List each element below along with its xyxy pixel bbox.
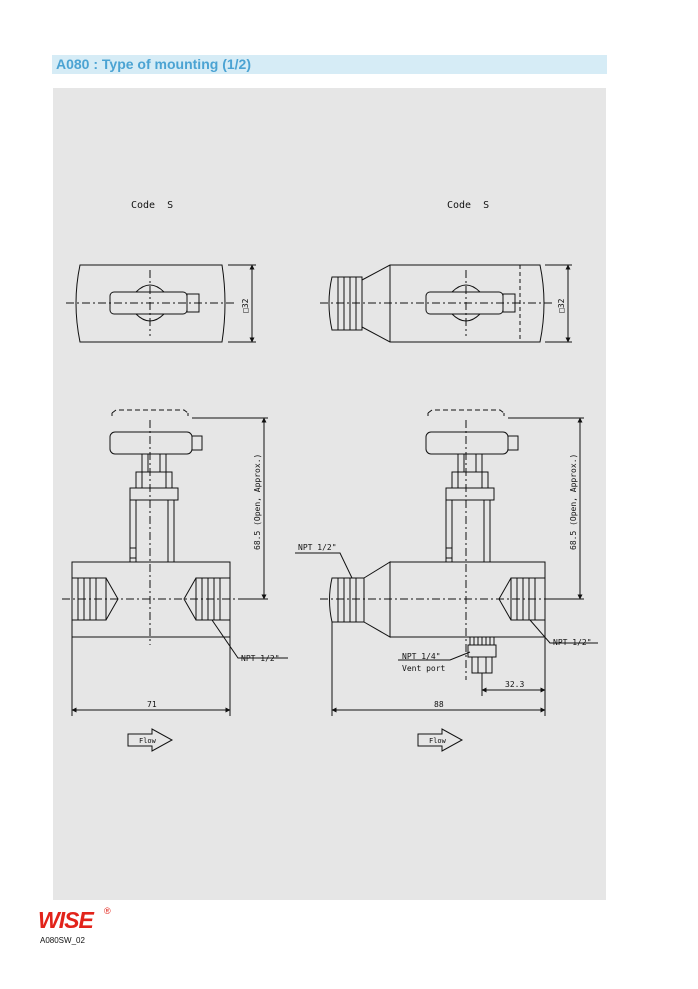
right-outlet-label: NPT 1/2" [553,638,592,647]
right-code-label: Code S [447,200,489,211]
vent-size-label: NPT 1/4" [402,652,441,661]
left-width-dimension: 71 [147,700,157,709]
document-code: A080SW_02 [40,936,85,945]
left-port-label: NPT 1/2" [241,654,280,663]
right-inlet-label: NPT 1/2" [298,543,337,552]
logo-text: WISE [38,907,94,933]
vent-offset-dimension: 32.3 [505,680,524,689]
wise-logo: WISE ® [37,905,117,938]
right-front-view [295,409,598,752]
right-top-dimension: □32 [557,298,566,313]
right-height-dimension: 68.5 (Open, Approx.) [569,454,578,550]
right-width-dimension: 88 [434,700,444,709]
section-header: A080 : Type of mounting (1/2) [52,55,607,74]
left-top-view [66,264,256,343]
left-flow-label: Flow [139,737,157,745]
registered-mark: ® [104,906,111,916]
left-code-label: Code S [131,200,173,211]
right-flow-label: Flow [429,737,447,745]
drawing-panel [53,88,606,900]
page-title: A080 : Type of mounting (1/2) [56,56,251,72]
left-front-view [62,409,288,752]
vent-port-label: Vent port [402,664,446,673]
right-top-view [320,264,572,343]
left-height-dimension: 68.5 (Open, Approx.) [253,454,262,550]
left-top-dimension: □32 [241,298,250,313]
